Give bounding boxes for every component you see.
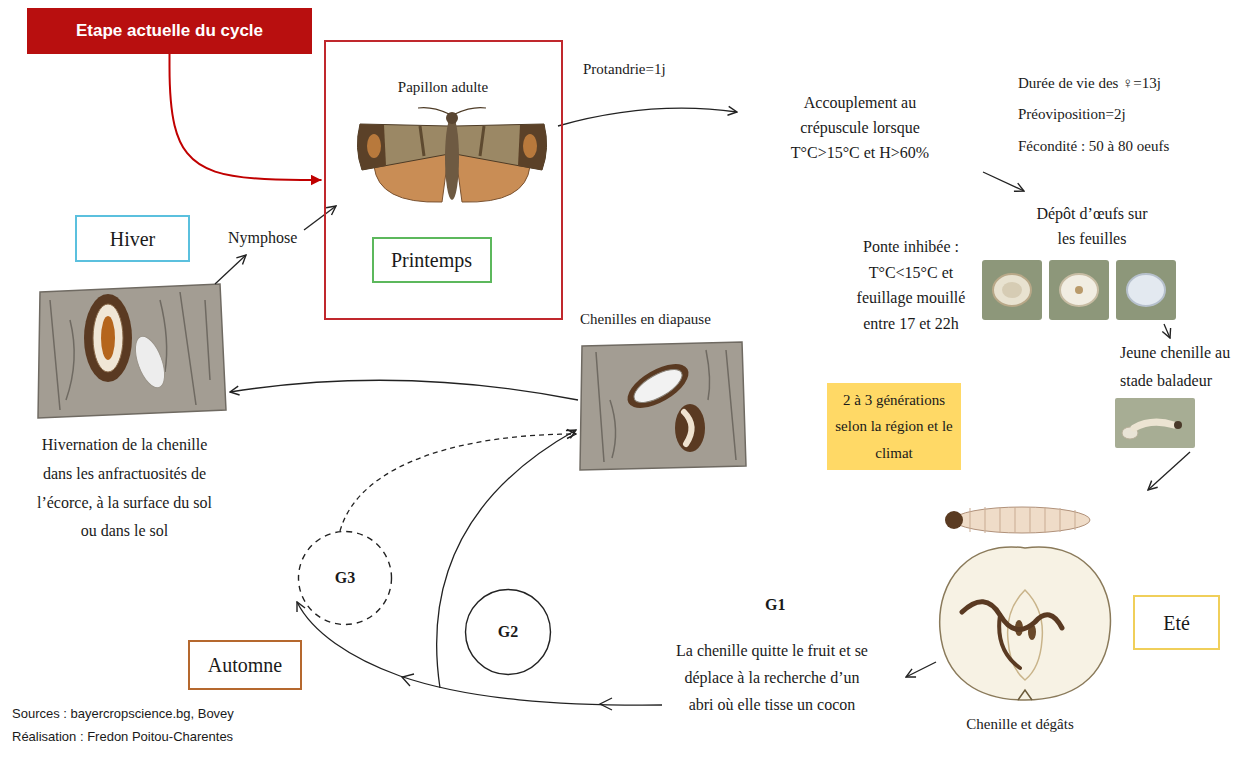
leaf-square [1049, 260, 1109, 320]
stage-caption: Chenille et dégâts [955, 715, 1085, 735]
stage-caption: Dépôt d’œufs sur les feuilles [1036, 202, 1148, 252]
source-note: Sources : bayercropscience.bg, Bovey [12, 706, 234, 723]
caterpillar-segments [970, 507, 1075, 533]
season-box: Eté [1133, 595, 1220, 650]
stage-title: Papillon adulte [326, 78, 561, 96]
cycle-arrow [230, 380, 578, 400]
egg-center [1002, 282, 1022, 298]
season-box: Printemps [372, 237, 492, 283]
note-text: 2 à 3 générations selon la région et le … [827, 387, 961, 466]
season-box: Hiver [75, 215, 190, 262]
source-note: Réalisation : Fredon Poitou-Charentes [12, 729, 233, 746]
moth-copper-spot [523, 134, 537, 158]
cycle-arrow [1148, 452, 1190, 490]
bark-piece [580, 342, 746, 470]
leaf-square [982, 260, 1042, 320]
bark-texture [596, 350, 736, 462]
stage-pointer-arrow [170, 54, 322, 180]
stage-caption: Jeune chenille au stade baladeur [1120, 339, 1244, 395]
current-stage-box: Etape actuelle du cycle [27, 8, 312, 54]
note-text: Protandrie=1j [583, 60, 666, 80]
season-name: Printemps [391, 248, 472, 272]
note-box: 2 à 3 générations selon la région et le … [827, 383, 961, 470]
caterpillar [954, 507, 1090, 533]
box-title: Etape actuelle du cycle [76, 21, 263, 41]
caterpillar-head [945, 511, 963, 529]
cycle-arrow [1164, 324, 1170, 338]
apple-core [1008, 590, 1043, 680]
caterpillar [684, 412, 692, 444]
generation-name: G1 [765, 595, 785, 616]
moth-copper-spot [367, 134, 381, 158]
egg-center [1075, 286, 1083, 294]
generation-loop [299, 532, 392, 625]
cocoon [93, 304, 123, 372]
feeding-tunnel [999, 615, 1020, 668]
cycle-arrow [340, 434, 576, 531]
moth-wing-patch [357, 124, 386, 170]
stage-frame: Printemps Papillon adulte [324, 40, 563, 320]
cycle-arrow [297, 602, 662, 705]
cocoon [129, 333, 170, 392]
egg [1060, 274, 1098, 306]
apple-calyx [1018, 690, 1032, 700]
cocoon [629, 363, 687, 409]
leaf-square [1115, 398, 1195, 448]
generation-circle: G3 [297, 530, 393, 626]
bark-piece [38, 284, 226, 418]
egg [993, 274, 1031, 306]
stage-caption: La chenille quitte le fruit et se déplac… [672, 637, 872, 719]
bark-illustration [38, 284, 226, 418]
moth-forewing [455, 124, 547, 170]
young-caterpillar-illustration [1115, 398, 1195, 448]
stage-caption: Nymphose [228, 228, 297, 247]
stage-caption: Chenilles en diapause [580, 310, 711, 330]
note-text: Fécondité : 50 à 80 oeufs [1018, 137, 1169, 157]
stage-caption: Hivernation de la chenille dans les anfr… [32, 431, 217, 546]
pupa [101, 316, 115, 360]
note-text: Durée de vie des ♀=13j [1018, 74, 1161, 94]
condition-text: Ponte inhibée : T°C<15°C et feuillage mo… [848, 234, 974, 336]
bark-texture [50, 292, 210, 410]
bark-illustration [580, 342, 746, 470]
season-box: Automne [188, 640, 302, 690]
feeding-tunnel [962, 602, 1062, 630]
apple-section [940, 547, 1111, 700]
cycle-arrow [437, 430, 576, 688]
season-name: Hiver [110, 227, 156, 251]
generation-name: G3 [335, 568, 355, 587]
generation-name: G2 [498, 622, 518, 641]
note-text: Préoviposition=2j [1018, 105, 1126, 125]
season-name: Eté [1163, 611, 1190, 635]
bark-cavity [84, 294, 132, 382]
cycle-arrow [304, 206, 336, 230]
generation-circle: G2 [464, 588, 552, 676]
apple-illustration [940, 507, 1111, 700]
season-name: Automne [208, 653, 282, 677]
cycle-arrow [906, 662, 936, 677]
moth-forewing [357, 124, 449, 170]
egg [1127, 274, 1165, 306]
cycle-arrow [983, 172, 1024, 191]
bark-cavity [675, 404, 705, 452]
moth-illustration [357, 108, 546, 203]
moth-wing-patch [518, 124, 547, 170]
leaf-square [1116, 260, 1176, 320]
generation-loop [466, 590, 551, 675]
moth-body [445, 116, 459, 200]
cycle-arrows [215, 108, 1190, 710]
cycle-arrow [558, 108, 737, 126]
caterpillar-head [1174, 421, 1182, 429]
cycle-arrow [215, 255, 246, 284]
arrow-head [600, 698, 612, 710]
moth-antenna [418, 108, 486, 114]
condition-text: Accouplement au crépuscule lorsque T°C>1… [785, 91, 935, 166]
arrow-head [402, 674, 414, 686]
caterpillar [1134, 422, 1174, 428]
egg-illustration [982, 260, 1176, 320]
